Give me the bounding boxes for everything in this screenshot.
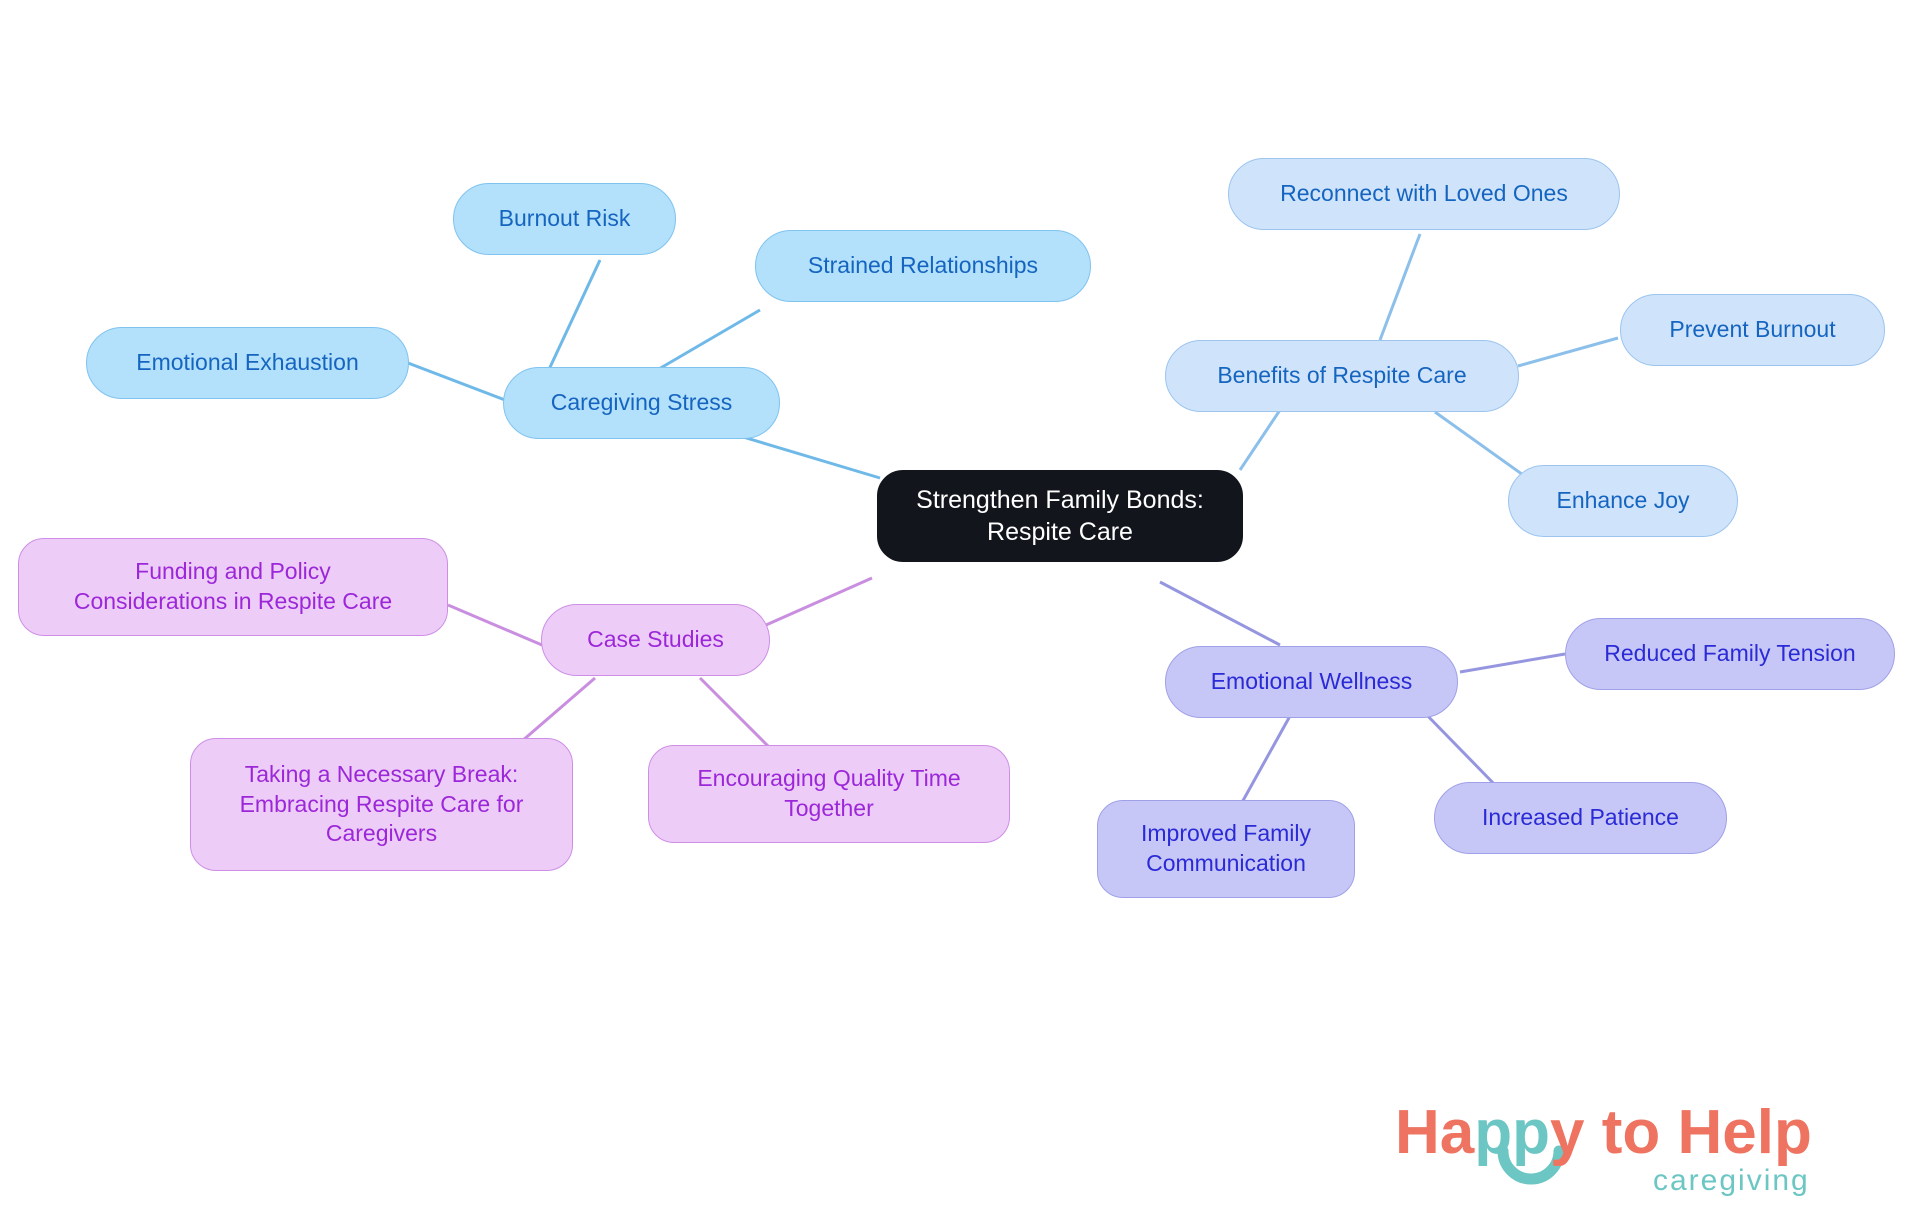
node-caregiving-stress[interactable]: Caregiving Stress [503, 367, 780, 439]
logo-subtitle: caregiving [1653, 1164, 1810, 1197]
node-enhance-joy[interactable]: Enhance Joy [1508, 465, 1738, 537]
node-emotional-exhaustion-label: Emotional Exhaustion [136, 349, 359, 376]
edge-root-emotional-wellness [1159, 580, 1281, 647]
smile-arc-icon [1497, 1145, 1565, 1185]
logo-text-part1: Ha [1395, 1098, 1475, 1167]
edge-benefits-reconnect [1378, 233, 1422, 341]
edge-root-benefits [1238, 409, 1282, 471]
edge-ew-improved-family-communication [1238, 715, 1292, 807]
edge-benefits-prevent-burnout [1517, 336, 1619, 368]
node-emotional-exhaustion[interactable]: Emotional Exhaustion [86, 327, 409, 399]
edge-cs-funding-and-policy [447, 603, 543, 647]
node-encouraging-quality-time[interactable]: Encouraging Quality Time Together [648, 745, 1010, 843]
svg-text:Happy to Help: Happy to Help [1395, 1098, 1812, 1167]
node-enhance-joy-label: Enhance Joy [1556, 487, 1690, 514]
logo-text-part2: pp [1474, 1098, 1550, 1167]
node-benefits-of-respite-care[interactable]: Benefits of Respite Care [1165, 340, 1519, 412]
node-reduced-family-tension-label: Reduced Family Tension [1604, 640, 1856, 667]
node-increased-patience-label: Increased Patience [1482, 804, 1679, 831]
edge-cs-encouraging-quality-time [698, 676, 772, 750]
node-reconnect-with-loved-ones-label: Reconnect with Loved Ones [1280, 180, 1568, 207]
logo-text-part3: y to Help [1550, 1098, 1812, 1167]
node-encouraging-quality-time-label: Encouraging Quality Time Together [697, 765, 961, 821]
node-case-studies[interactable]: Case Studies [541, 604, 770, 676]
node-strained-relationships-label: Strained Relationships [807, 252, 1039, 279]
node-taking-a-necessary-break[interactable]: Taking a Necessary Break: Embracing Resp… [190, 738, 573, 871]
node-reduced-family-tension[interactable]: Reduced Family Tension [1565, 618, 1895, 690]
node-increased-patience[interactable]: Increased Patience [1434, 782, 1727, 854]
node-strained-relationships[interactable]: Strained Relationships [755, 230, 1091, 302]
edge-root-case-studies [765, 576, 873, 627]
node-emotional-wellness-label: Emotional Wellness [1210, 668, 1413, 695]
node-funding-and-policy[interactable]: Funding and Policy Considerations in Res… [18, 538, 448, 636]
node-caregiving-stress-label: Caregiving Stress [550, 389, 733, 416]
node-emotional-wellness[interactable]: Emotional Wellness [1165, 646, 1458, 718]
edge-caregiving-stress-burnout-risk [543, 259, 602, 379]
node-benefits-of-respite-care-label: Benefits of Respite Care [1217, 362, 1467, 389]
node-burnout-risk[interactable]: Burnout Risk [453, 183, 676, 255]
node-improved-family-communication[interactable]: Improved Family Communication [1097, 800, 1355, 898]
node-root-label: Strengthen Family Bonds: Respite Care [916, 485, 1204, 547]
node-prevent-burnout[interactable]: Prevent Burnout [1620, 294, 1885, 366]
node-root[interactable]: Strengthen Family Bonds: Respite Care [877, 470, 1243, 562]
happy-to-help-logo: Happy to Help caregiving [1395, 1098, 1812, 1197]
edge-ew-increased-patience [1418, 706, 1502, 792]
node-burnout-risk-label: Burnout Risk [498, 205, 631, 232]
node-taking-a-necessary-break-label: Taking a Necessary Break: Embracing Resp… [239, 760, 524, 847]
node-case-studies-label: Case Studies [587, 626, 724, 653]
node-improved-family-communication-label: Improved Family Communication [1141, 820, 1311, 876]
node-prevent-burnout-label: Prevent Burnout [1669, 316, 1836, 343]
edge-caregiving-stress-emotional-exhaustion [407, 361, 506, 402]
edge-ew-reduced-family-tension [1459, 652, 1566, 674]
node-reconnect-with-loved-ones[interactable]: Reconnect with Loved Ones [1228, 158, 1620, 230]
node-funding-and-policy-label: Funding and Policy Considerations in Res… [73, 558, 393, 614]
